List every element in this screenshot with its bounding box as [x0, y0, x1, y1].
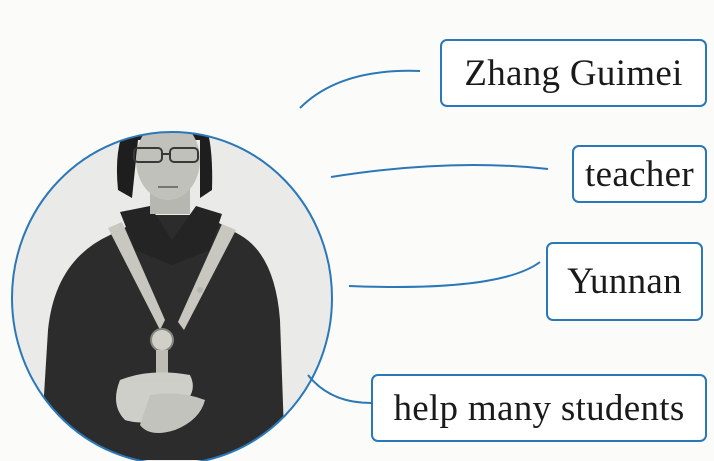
node-box-job: teacher	[572, 145, 707, 203]
node-label-name: Zhang Guimei	[464, 52, 683, 94]
connector-name	[299, 69, 421, 109]
node-label-job: teacher	[585, 153, 694, 195]
node-box-deed: help many students	[371, 374, 707, 442]
node-box-name: Zhang Guimei	[440, 39, 707, 107]
connector-deed	[307, 374, 372, 404]
connector-job	[330, 164, 549, 178]
node-label-place: Yunnan	[567, 261, 682, 302]
portrait-photo	[12, 132, 332, 461]
node-label-deed: help many students	[393, 387, 685, 429]
node-box-place: Yunnan	[546, 242, 703, 321]
portrait-circle-outline	[11, 131, 333, 461]
connector-place	[348, 261, 541, 288]
